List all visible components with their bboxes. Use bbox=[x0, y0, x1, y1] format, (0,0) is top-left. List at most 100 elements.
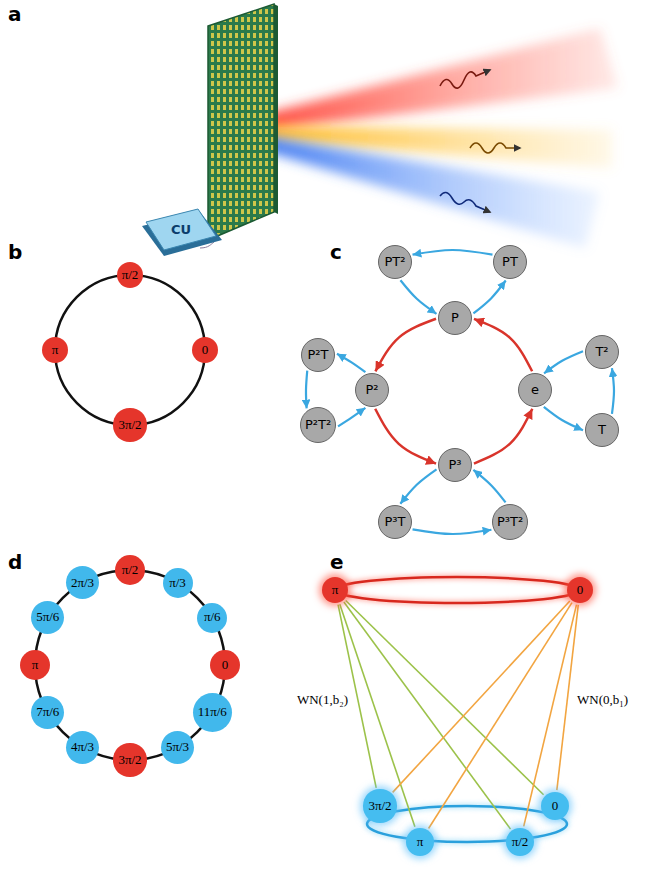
metasurface bbox=[208, 4, 278, 240]
node-label: π/2 bbox=[122, 563, 139, 577]
panel-label: a bbox=[8, 3, 22, 26]
group-arrow bbox=[413, 250, 493, 255]
chip-label: CU bbox=[171, 223, 191, 238]
group-arrow bbox=[338, 408, 365, 427]
node-label: 0 bbox=[202, 343, 209, 357]
node-label: PT bbox=[502, 255, 518, 269]
phase-node: 5π/3 bbox=[161, 731, 194, 764]
node-label: P³T bbox=[385, 515, 406, 529]
group-arrow bbox=[413, 529, 492, 534]
node-label: 2π/3 bbox=[71, 576, 94, 590]
red-ring bbox=[335, 577, 579, 603]
group-element: P² bbox=[355, 373, 389, 407]
node-label: T bbox=[598, 423, 606, 437]
node-label: P bbox=[451, 311, 459, 325]
phase-ring bbox=[55, 275, 205, 425]
group-element: e bbox=[518, 373, 552, 407]
node-label: 11π/6 bbox=[198, 705, 227, 719]
node-label: P²T bbox=[308, 348, 329, 362]
phase-node: 11π/6 bbox=[193, 693, 232, 732]
phase-node: 5π/6 bbox=[31, 601, 64, 634]
node-label: π/6 bbox=[204, 610, 221, 624]
control-unit bbox=[142, 209, 222, 256]
node-label: 4π/3 bbox=[71, 740, 94, 754]
wave-arrow bbox=[440, 192, 490, 212]
node-label: π/3 bbox=[169, 576, 186, 590]
group-element: T² bbox=[585, 335, 619, 369]
node-label: 0 bbox=[577, 583, 584, 597]
group-element: P²T bbox=[301, 338, 335, 372]
phase-ring bbox=[35, 570, 225, 760]
node-label: P²T² bbox=[305, 418, 331, 432]
phase-node: π/6 bbox=[197, 603, 227, 633]
group-arrow bbox=[544, 407, 583, 430]
blue-beam bbox=[248, 134, 600, 248]
node-label: π bbox=[332, 583, 339, 597]
group-element: P³ bbox=[438, 448, 472, 482]
group-arrow bbox=[400, 469, 436, 503]
wave-arrow bbox=[440, 70, 490, 88]
group-arrow bbox=[375, 319, 436, 372]
group-arrow bbox=[474, 319, 532, 371]
phase-node: 0 bbox=[541, 792, 569, 820]
group-element: P²T² bbox=[300, 407, 336, 443]
phase-node: 0 bbox=[567, 577, 593, 603]
node-label: 7π/6 bbox=[36, 705, 59, 719]
phase-node: 7π/6 bbox=[31, 696, 64, 729]
beams bbox=[248, 28, 618, 248]
weight-line bbox=[524, 605, 577, 827]
blue-ring bbox=[367, 806, 567, 842]
weight-line bbox=[393, 601, 570, 792]
phase-node: π bbox=[406, 828, 434, 856]
red-beam bbox=[248, 28, 618, 132]
phase-node: 0 bbox=[210, 650, 240, 680]
phase-node: 4π/3 bbox=[66, 731, 99, 764]
ring-glow bbox=[335, 577, 579, 603]
phase-node: π/2 bbox=[117, 262, 144, 289]
weight-line bbox=[344, 602, 511, 829]
group-arrow bbox=[400, 280, 436, 314]
panel-edge bbox=[274, 4, 278, 214]
metasurface-panel bbox=[208, 4, 274, 240]
group-arrow bbox=[544, 351, 583, 373]
group-element: P³T bbox=[378, 505, 412, 539]
node-label: T² bbox=[595, 345, 608, 359]
node-label: π/2 bbox=[512, 835, 529, 849]
phase-node: π bbox=[20, 650, 50, 680]
weight-line bbox=[346, 601, 544, 795]
node-label: P³ bbox=[448, 458, 461, 472]
ring-glow bbox=[367, 806, 567, 842]
node-label: π bbox=[32, 658, 39, 672]
weight-label: WN(1,b₂) bbox=[295, 692, 350, 709]
node-label: 0 bbox=[552, 799, 559, 813]
panel-label: d bbox=[8, 551, 22, 574]
node-label: 5π/3 bbox=[166, 740, 189, 754]
node-label: π bbox=[52, 343, 59, 357]
phase-node: 0 bbox=[192, 337, 218, 363]
phase-node: π/3 bbox=[163, 568, 193, 598]
group-element: P³T² bbox=[492, 504, 528, 540]
node-label: PT² bbox=[385, 255, 406, 269]
group-arrow bbox=[306, 371, 307, 409]
phase-node: π/2 bbox=[115, 555, 145, 585]
panel-label: e bbox=[330, 551, 344, 574]
weight-label: WN(0,b₁) bbox=[575, 692, 630, 709]
node-label: P³T² bbox=[497, 515, 523, 529]
weight-line bbox=[340, 604, 415, 827]
group-element: T bbox=[585, 413, 619, 447]
group-element: P bbox=[438, 301, 472, 335]
group-arrow bbox=[473, 281, 505, 314]
node-label: π bbox=[417, 835, 424, 849]
node-label: 3π/2 bbox=[118, 753, 141, 767]
phase-node: 3π/2 bbox=[113, 743, 146, 776]
panel-label: b bbox=[8, 241, 22, 264]
group-arrow bbox=[473, 470, 505, 503]
node-label: 3π/2 bbox=[118, 418, 141, 432]
group-arrow bbox=[474, 409, 532, 464]
phase-node: 3π/2 bbox=[113, 408, 146, 441]
phase-node: 3π/2 bbox=[363, 789, 396, 822]
phase-node: π bbox=[322, 577, 348, 603]
group-arrow bbox=[337, 354, 365, 372]
panel-label: c bbox=[330, 241, 342, 264]
group-arrow bbox=[375, 409, 436, 464]
